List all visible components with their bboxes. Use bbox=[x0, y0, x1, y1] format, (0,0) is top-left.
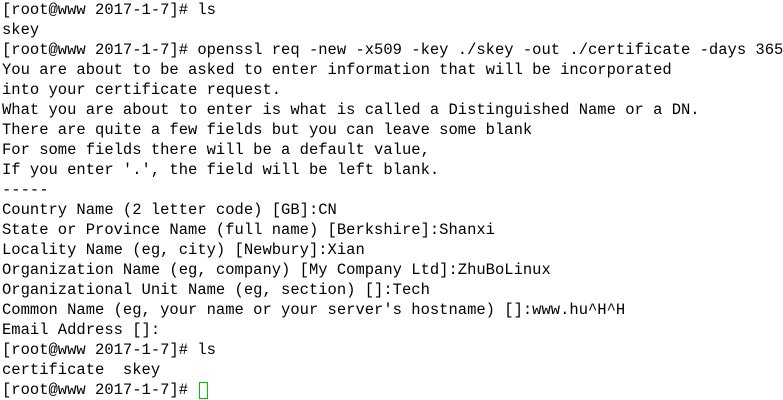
terminal-line: If you enter '.', the field will be left… bbox=[2, 160, 766, 180]
terminal-line-text: Locality Name (eg, city) [Newbury]:Xian bbox=[2, 241, 365, 259]
terminal-line-text: skey bbox=[2, 21, 40, 39]
terminal-line-text: into your certificate request. bbox=[2, 81, 282, 99]
terminal-line: You are about to be asked to enter infor… bbox=[2, 60, 766, 80]
terminal-line: certificate skey bbox=[2, 360, 766, 380]
terminal-line: Email Address []: bbox=[2, 320, 766, 340]
terminal-line: What you are about to enter is what is c… bbox=[2, 100, 766, 120]
terminal-line-text: Common Name (eg, your name or your serve… bbox=[2, 301, 626, 319]
terminal-prompt-line[interactable]: [root@www 2017-1-7]# bbox=[2, 380, 766, 400]
terminal-line-text: If you enter '.', the field will be left… bbox=[2, 161, 440, 179]
terminal-line: ----- bbox=[2, 180, 766, 200]
terminal-line: into your certificate request. bbox=[2, 80, 766, 100]
terminal-line: Common Name (eg, your name or your serve… bbox=[2, 300, 766, 320]
terminal-line: [root@www 2017-1-7]# openssl req -new -x… bbox=[2, 40, 783, 60]
terminal-line-text: There are quite a few fields but you can… bbox=[2, 121, 533, 139]
terminal-line: For some fields there will be a default … bbox=[2, 140, 766, 160]
terminal-line: [root@www 2017-1-7]# ls bbox=[2, 340, 766, 360]
terminal-line: Organizational Unit Name (eg, section) [… bbox=[2, 280, 766, 300]
terminal-line-text: Organization Name (eg, company) [My Comp… bbox=[2, 261, 551, 279]
terminal-line: There are quite a few fields but you can… bbox=[2, 120, 766, 140]
terminal-line: skey bbox=[2, 20, 766, 40]
terminal-line-text: [root@www 2017-1-7]# ls bbox=[2, 1, 216, 19]
terminal-line-text: ----- bbox=[2, 181, 49, 199]
terminal-line-text: Email Address []: bbox=[2, 321, 161, 339]
terminal-line-text: [root@www 2017-1-7]# ls bbox=[2, 341, 216, 359]
terminal-line-text: State or Province Name (full name) [Berk… bbox=[2, 221, 495, 239]
terminal-line: State or Province Name (full name) [Berk… bbox=[2, 220, 766, 240]
terminal-cursor[interactable] bbox=[199, 381, 209, 399]
terminal-line-text: For some fields there will be a default … bbox=[2, 141, 430, 159]
terminal-line: [root@www 2017-1-7]# ls bbox=[2, 0, 766, 20]
terminal-prompt: [root@www 2017-1-7]# bbox=[2, 381, 198, 399]
terminal-line-text: Organizational Unit Name (eg, section) [… bbox=[2, 281, 430, 299]
terminal-line-text: What you are about to enter is what is c… bbox=[2, 101, 700, 119]
terminal-line: Locality Name (eg, city) [Newbury]:Xian bbox=[2, 240, 766, 260]
terminal-line-text: You are about to be asked to enter infor… bbox=[2, 61, 672, 79]
terminal-line: Country Name (2 letter code) [GB]:CN bbox=[2, 200, 766, 220]
terminal-line-text: certificate skey bbox=[2, 361, 161, 379]
terminal-line-text: Country Name (2 letter code) [GB]:CN bbox=[2, 201, 337, 219]
terminal-line-text: [root@www 2017-1-7]# openssl req -new -x… bbox=[2, 41, 783, 59]
terminal-line: Organization Name (eg, company) [My Comp… bbox=[2, 260, 766, 280]
